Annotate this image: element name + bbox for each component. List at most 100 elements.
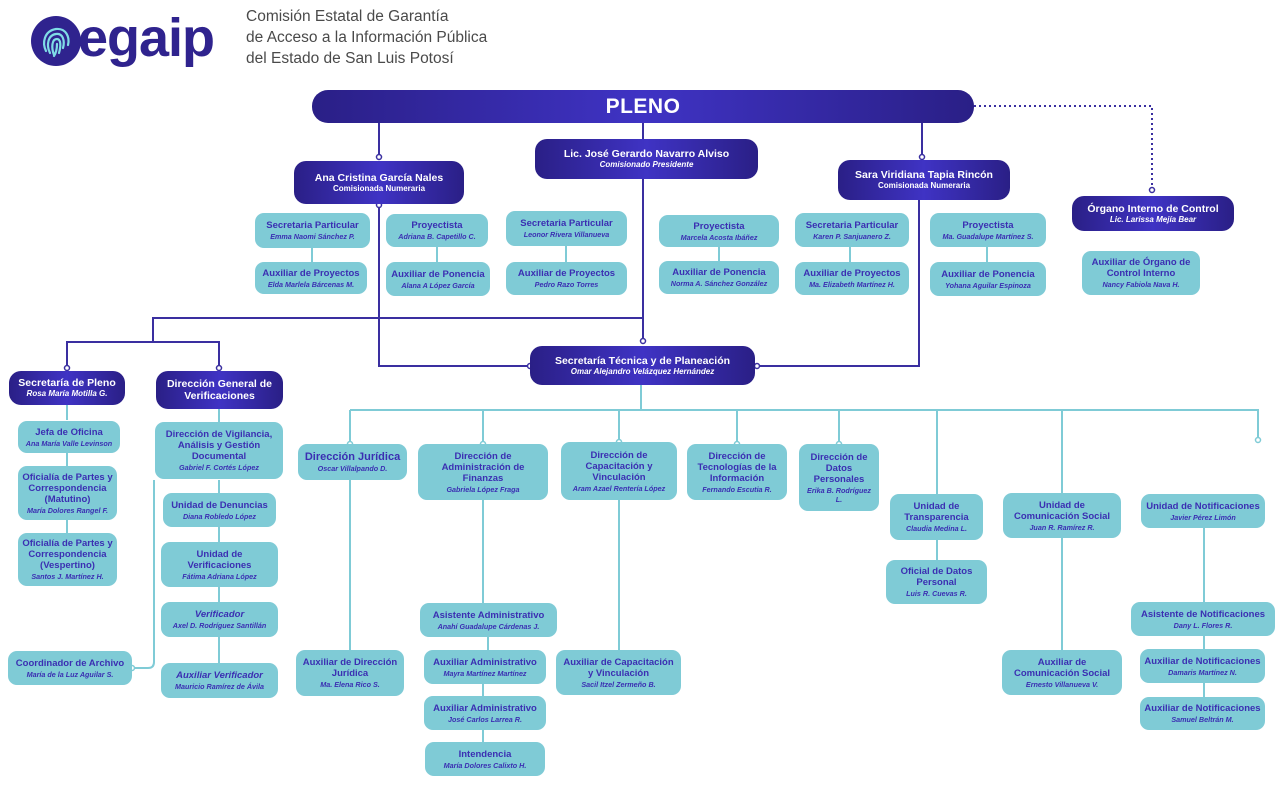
node-subtitle: Erika B. Rodríguez L. [807, 485, 871, 504]
node-title: Proyectista [693, 220, 745, 232]
node-title: Secretaría de Pleno [18, 377, 116, 389]
node-title: Dirección de Datos Personales [810, 451, 868, 485]
node-title: Ana Cristina García Nales [314, 171, 444, 184]
node-subtitle: Axel D. Rodríguez Santillán [172, 621, 267, 630]
auxiliar-notificaciones-node: Auxiliar de Notificaciones Damaris Martí… [1140, 649, 1265, 683]
direccion-datos-personales-node: Dirección de Datos Personales Erika B. R… [799, 444, 879, 511]
node-subtitle: Adriana B. Capetillo C. [398, 232, 476, 241]
ana-auxiliar-ponencia-node: Auxiliar de Ponencia Alana A López Garcí… [386, 262, 490, 296]
auxiliar-administrativo-node: Auxiliar Administrativo Mayra Martínez M… [424, 650, 546, 684]
node-subtitle: María Dolores Calixto H. [443, 760, 527, 770]
node-subtitle: Ma. Guadalupe Martínez S. [942, 231, 1034, 241]
organo-interno-control-node: Órgano Interno de Control Lic. Larissa M… [1072, 196, 1234, 231]
asistente-notificaciones-node: Asistente de Notificaciones Dany L. Flor… [1131, 602, 1275, 636]
node-subtitle: María Dolores Rangel F. [26, 505, 109, 515]
node-subtitle: Fátima Adriana López [182, 571, 257, 581]
node-subtitle: Rosa María Motilla G. [26, 389, 108, 398]
node-title: Sara Viridiana Tapia Rincón [855, 169, 993, 181]
node-subtitle: María de la Luz Aguilar S. [26, 669, 114, 679]
node-subtitle: Mauricio Ramírez de Ávila [174, 682, 265, 691]
sara-proyectista-node: Proyectista Ma. Guadalupe Martínez S. [930, 213, 1046, 247]
node-title: Secretaría Técnica y de Planeación [554, 354, 731, 367]
node-subtitle: Alana A López García [401, 280, 475, 290]
node-subtitle: Lic. Larissa Mejía Bear [1109, 214, 1197, 224]
unidad-denuncias-node: Unidad de Denuncias Diana Robledo López [163, 493, 276, 527]
node-title: Auxiliar de Órgano de Control Interno [1091, 257, 1191, 279]
node-title: Lic. José Gerardo Navarro Alviso [563, 148, 730, 160]
org-line: de Acceso a la Información Pública [246, 29, 488, 46]
comisionado-presidente-node: Lic. José Gerardo Navarro Alviso Comisio… [535, 139, 758, 179]
oficial-datos-personal-node: Oficial de Datos Personal Luis R. Cuevas… [886, 560, 987, 604]
asistente-administrativo-node: Asistente Administrativo Anahí Guadalupe… [420, 603, 557, 637]
node-title: Dirección de Capacitación y Vinculación [585, 449, 653, 483]
org-line: Comisión Estatal de Garantía [246, 8, 449, 25]
node-subtitle: Elda Marlela Bárcenas M. [267, 279, 355, 289]
node-title: Asistente de Notificaciones [1140, 608, 1266, 620]
node-subtitle: Anahí Guadalupe Cárdenas J. [437, 621, 540, 631]
node-subtitle: Gabriela López Fraga [446, 484, 520, 494]
verificador-node: Verificador Axel D. Rodríguez Santillán [161, 602, 278, 637]
auxiliar-notificaciones-node: Auxiliar de Notificaciones Samuel Beltrá… [1140, 697, 1265, 730]
node-title: Asistente Administrativo [432, 609, 545, 621]
comisionada-sara-node: Sara Viridiana Tapia Rincón Comisionada … [838, 160, 1010, 200]
organization-name: Comisión Estatal de Garantía de Acceso a… [246, 6, 487, 69]
node-title: Coordinador de Archivo [15, 657, 125, 669]
node-title: Auxiliar de Proyectos [517, 268, 616, 279]
direccion-general-verificaciones-node: Dirección General de Verificaciones [156, 371, 283, 409]
node-title: Unidad de Notificaciones [1146, 500, 1260, 512]
ana-auxiliar-proyectos-node: Auxiliar de Proyectos Elda Marlela Bárce… [255, 262, 367, 294]
node-subtitle: Emma Naomi Sánchez P. [270, 232, 355, 241]
node-title: Secretaria Particular [520, 218, 613, 229]
sara-auxiliar-ponencia-node: Auxiliar de Ponencia Yohana Aguilar Espi… [930, 262, 1046, 296]
node-title: Jefa de Oficina [35, 426, 103, 438]
unidad-transparencia-node: Unidad de Transparencia Claudia Medina L… [890, 494, 983, 540]
node-subtitle: José Carlos Larrea R. [448, 714, 522, 724]
node-title: Oficial de Datos Personal [900, 566, 973, 588]
direccion-administracion-finanzas-node: Dirección de Administración de Finanzas … [418, 444, 548, 500]
auxiliar-capacitacion-node: Auxiliar de Capacitación y Vinculación S… [556, 650, 681, 695]
node-subtitle: Diana Robledo López [182, 511, 257, 521]
direccion-capacitacion-node: Dirección de Capacitación y Vinculación … [561, 442, 677, 500]
auxiliar-verificador-node: Auxiliar Verificador Mauricio Ramírez de… [161, 663, 278, 698]
secretaria-tecnica-node: Secretaría Técnica y de Planeación Omar … [530, 346, 755, 385]
comisionada-ana-node: Ana Cristina García Nales Comisionada Nu… [294, 161, 464, 204]
jose-proyectista-node: Proyectista Marcela Acosta Ibáñez [659, 215, 779, 247]
node-title: Unidad de Verificaciones [187, 548, 252, 571]
direccion-tecnologias-node: Dirección de Tecnologías de la Informaci… [687, 444, 787, 500]
direccion-vigilancia-node: Dirección de Vigilancia, Análisis y Gest… [155, 422, 283, 479]
node-title: Auxiliar Administrativo [433, 656, 537, 668]
node-subtitle: Ana María Valle Levinson [25, 438, 113, 448]
node-subtitle: Mayra Martínez Martínez [443, 668, 527, 678]
node-title: Auxiliar de Ponencia [941, 268, 1035, 280]
node-title: Auxiliar de Capacitación y Vinculación [563, 656, 674, 679]
node-title: Dirección de Tecnologías de la Informaci… [697, 450, 777, 484]
node-subtitle: Damaris Martínez N. [1168, 667, 1237, 677]
fingerprint-logo-icon [31, 16, 81, 66]
direccion-juridica-node: Dirección Jurídica Oscar Villalpando D. [298, 444, 407, 480]
node-title: Auxiliar de Dirección Jurídica [302, 657, 398, 679]
node-subtitle: Ma. Elizabeth Martínez H. [809, 280, 895, 289]
node-subtitle: Claudia Medina L. [905, 524, 968, 533]
auxiliar-administrativo-node: Auxiliar Administrativo José Carlos Larr… [424, 696, 546, 730]
node-title: Intendencia [458, 748, 512, 760]
node-title: Auxiliar de Notificaciones [1144, 655, 1261, 667]
node-subtitle: Ma. Elena Rico S. [320, 680, 380, 689]
sara-auxiliar-proyectos-node: Auxiliar de Proyectos Ma. Elizabeth Mart… [795, 262, 909, 295]
pleno-node: PLENO [312, 90, 974, 123]
node-subtitle: Javier Pérez Limón [1170, 512, 1236, 522]
node-title: Proyectista [962, 219, 1014, 231]
node-subtitle: Karen P. Sanjuanero Z. [813, 231, 891, 241]
node-subtitle: Comisionado Presidente [599, 160, 694, 169]
coordinador-archivo-node: Coordinador de Archivo María de la Luz A… [8, 651, 132, 685]
node-subtitle: Comisionada Numeraria [877, 181, 971, 190]
node-title: Oficialía de Partes y Correspondencia (V… [22, 538, 113, 571]
intendencia-node: Intendencia María Dolores Calixto H. [425, 742, 545, 776]
oficialia-matutino-node: Oficialía de Partes y Correspondencia (M… [18, 466, 117, 520]
node-title: Auxiliar Administrativo [433, 702, 537, 714]
node-subtitle: Oscar Villalpando D. [317, 463, 388, 473]
node-title: Auxiliar de Comunicación Social [1013, 656, 1111, 679]
node-title: Proyectista [411, 220, 463, 231]
node-subtitle: Comisionada Numeraria [332, 183, 426, 193]
jefa-oficina-node: Jefa de Oficina Ana María Valle Levinson [18, 421, 120, 453]
node-title: Dirección de Vigilancia, Análisis y Gest… [165, 429, 273, 462]
